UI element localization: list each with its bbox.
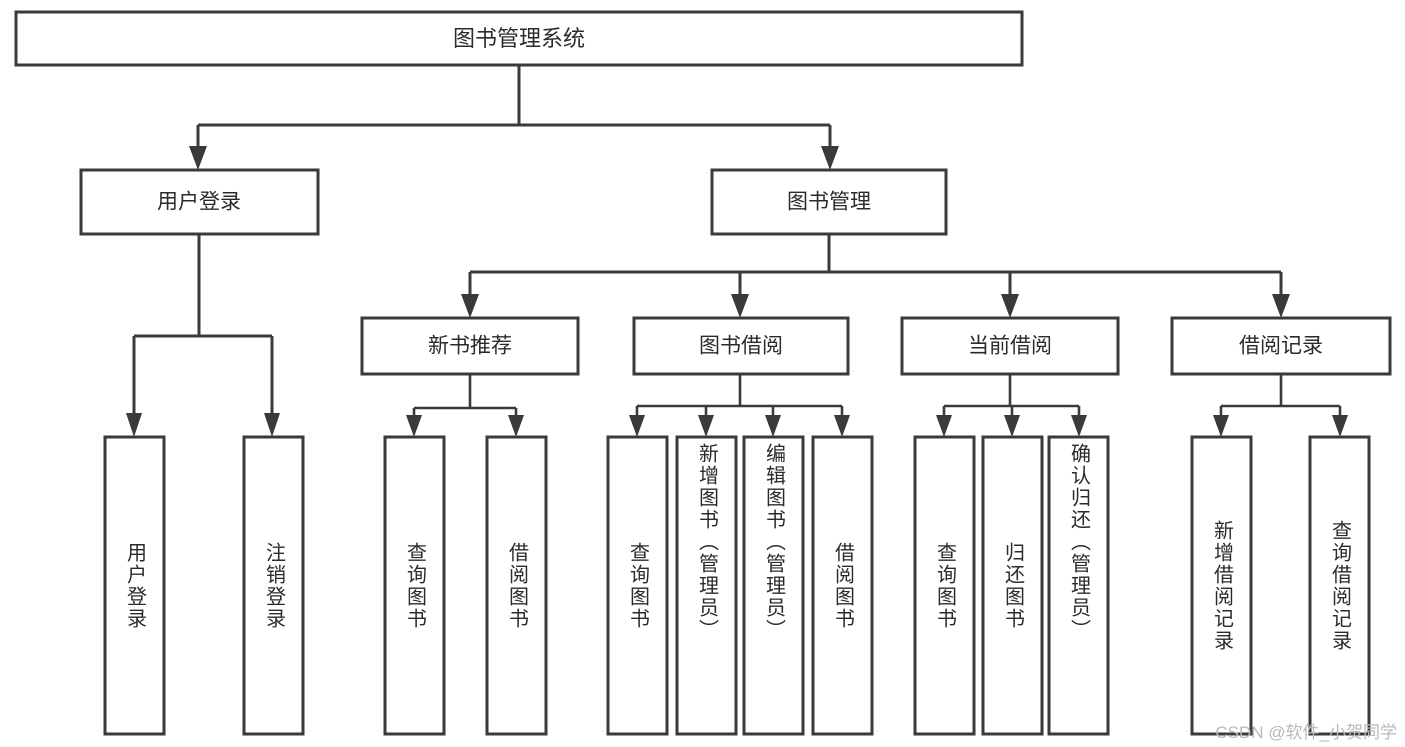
node-book-manage-box[interactable] — [710, 168, 948, 236]
node-new-book-recommend-box[interactable] — [360, 316, 580, 376]
node-borrow-record-box[interactable] — [1170, 316, 1392, 376]
node-book-borrow-box[interactable] — [632, 316, 850, 376]
node-root-label: 图书管理系统 — [453, 26, 585, 51]
node-current-borrow-label: 当前借阅 — [968, 335, 1052, 358]
node-book-manage-label: 图书管理 — [787, 191, 871, 214]
leaf-box-user-login[interactable] — [103, 435, 166, 736]
node-borrow-record-label: 借阅记录 — [1239, 335, 1323, 358]
node-user-login[interactable]: 用户登录 — [79, 168, 320, 236]
leaf-box-return-book[interactable] — [981, 435, 1044, 736]
leaf-box-confirm-return[interactable] — [1047, 435, 1110, 736]
connector-borrowrecord-to-leaves — [1213, 374, 1348, 437]
leaf-box-add-book[interactable] — [675, 435, 738, 736]
watermark-text: CSDN @软件_小贺同学 — [1215, 723, 1397, 742]
leaf-box-borrow-book-1[interactable] — [485, 435, 548, 736]
leaf-box-query-book-1[interactable] — [383, 435, 446, 736]
leaf-box-query-book-2[interactable] — [606, 435, 669, 736]
node-new-book-recommend-label: 新书推荐 — [428, 335, 512, 358]
connector-bookmanage-to-level3 — [461, 234, 1290, 318]
connector-userlogin-to-leaves — [126, 234, 280, 437]
node-user-login-label: 用户登录 — [157, 191, 241, 214]
connector-bookborrow-to-leaves — [629, 374, 850, 437]
connector-root-to-level2 — [189, 65, 839, 170]
node-root-box[interactable] — [14, 10, 1024, 67]
connector-newbook-to-leaves — [406, 374, 524, 437]
node-book-borrow-label: 图书借阅 — [699, 335, 783, 358]
leaf-box-query-record[interactable] — [1308, 435, 1371, 736]
node-book-manage[interactable]: 图书管理 — [710, 168, 948, 236]
node-user-login-box[interactable] — [79, 168, 320, 236]
node-root[interactable]: 图书管理系统 — [14, 10, 1024, 67]
leaf-box-add-record[interactable] — [1190, 435, 1253, 736]
node-current-borrow-box[interactable] — [900, 316, 1120, 376]
leaf-box-query-book-3[interactable] — [913, 435, 976, 736]
node-book-borrow[interactable]: 图书借阅 — [632, 316, 850, 376]
leaf-box-borrow-book-2[interactable] — [811, 435, 874, 736]
node-current-borrow[interactable]: 当前借阅 — [900, 316, 1120, 376]
node-new-book-recommend[interactable]: 新书推荐 — [360, 316, 580, 376]
connector-currentborrow-to-leaves — [936, 374, 1087, 437]
leaf-box-edit-book[interactable] — [742, 435, 805, 736]
leaf-nodes-group — [103, 435, 1371, 736]
leaf-box-user-logout[interactable] — [242, 435, 305, 736]
node-borrow-record[interactable]: 借阅记录 — [1170, 316, 1392, 376]
